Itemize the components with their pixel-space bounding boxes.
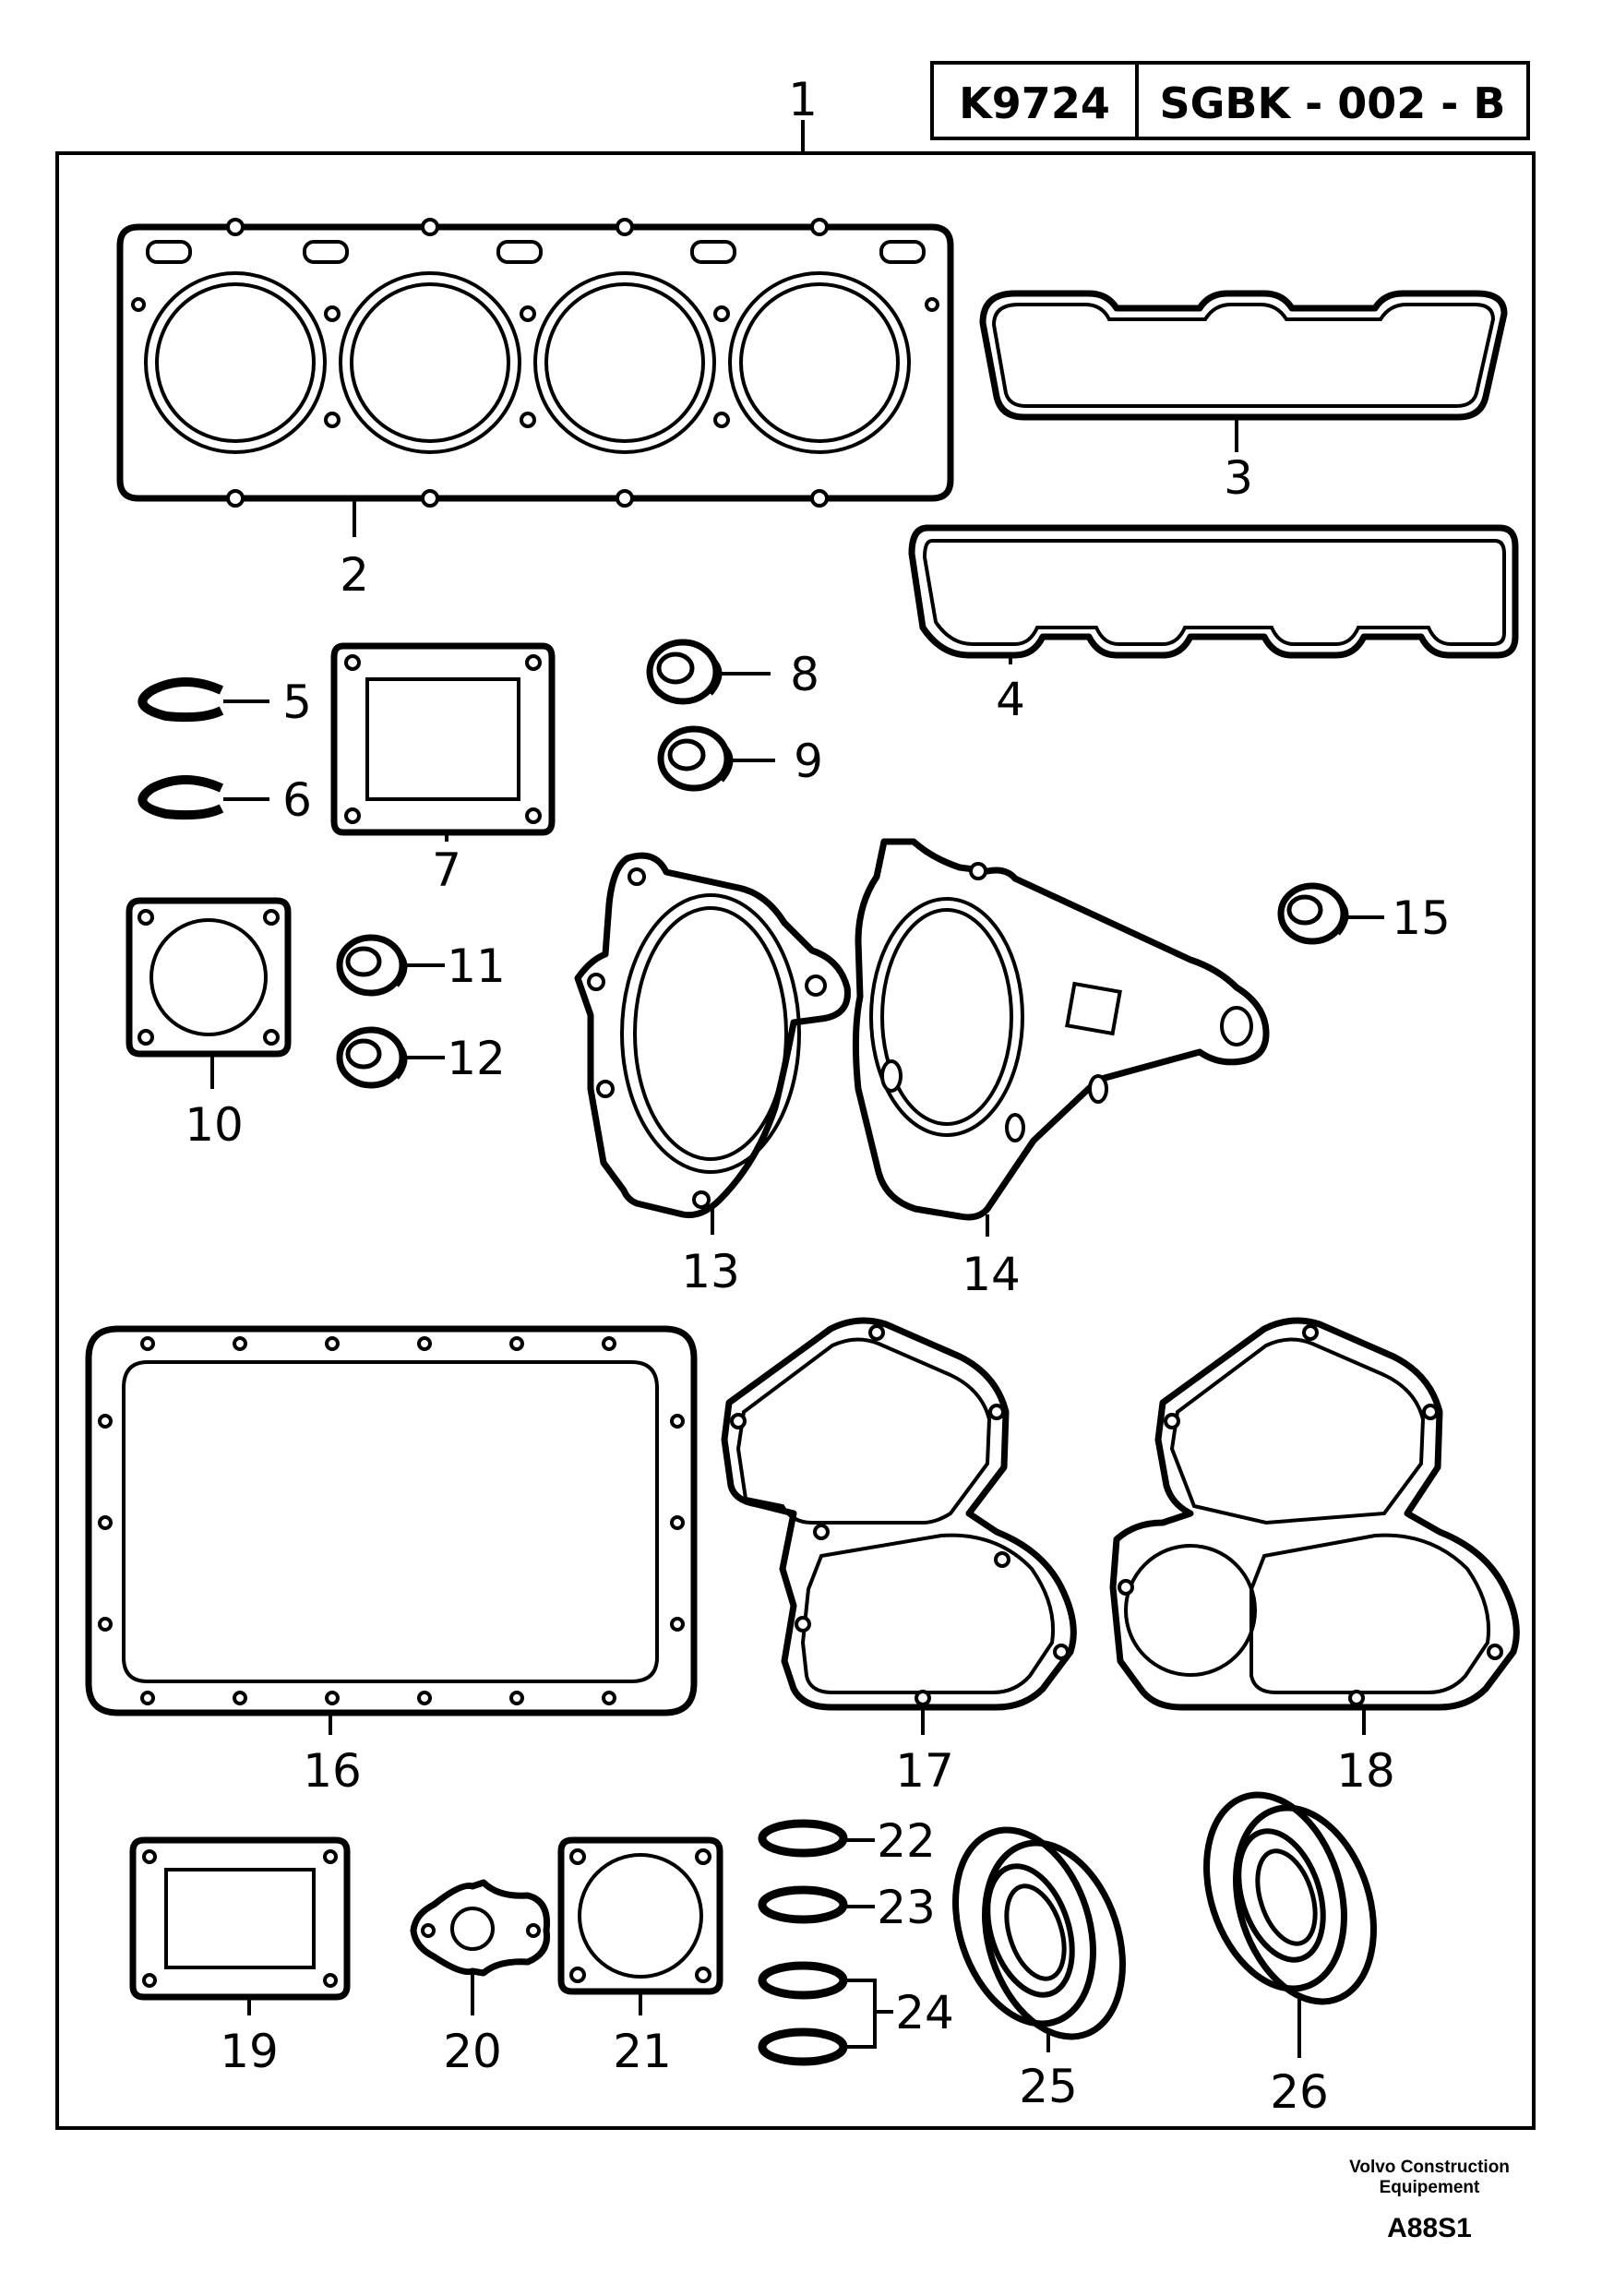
crankshaft-seal-part-26 [1203,1791,1377,2005]
bracket-gasket-part-14 [852,838,1270,1221]
flange-gasket-part-7 [330,642,556,836]
footer-company: Volvo Construction Equipement [1323,2158,1536,2198]
callout-14: 14 [962,1248,1021,1301]
footer-company-line1: Volvo Construction [1349,2158,1510,2177]
valve-cover-gasket-part-3 [979,290,1508,421]
timing-cover-gasket-part-17 [721,1317,1077,1711]
oil-pan-gasket-part-16 [85,1325,698,1716]
callout-5: 5 [282,676,312,729]
seal-part-15 [1277,882,1349,945]
figure-code: A88S1 [1387,2213,1472,2243]
catalog-code: K9724 [959,78,1110,128]
callout-26: 26 [1270,2065,1329,2119]
header-code-box: K9724 SGBK - 002 - B [930,61,1530,140]
callout-1: 1 [788,73,818,126]
callout-7: 7 [432,843,461,897]
crankshaft-seal-part-25 [952,1826,1126,2040]
callout-8: 8 [790,648,819,701]
o-rings-part-24 [758,1961,848,2066]
footer-company-line2: Equipement [1379,2178,1480,2197]
callout-12: 12 [447,1032,506,1085]
callout-17: 17 [895,1744,954,1798]
callout-9: 9 [794,735,823,788]
cylinder-head-gasket-part-2 [116,218,954,508]
seal-part-11 [336,934,408,997]
seal-part-12 [336,1026,408,1089]
callout-18: 18 [1336,1744,1395,1798]
callout-21: 21 [613,2025,672,2078]
valve-cover-gasket-part-4 [908,524,1519,659]
callout-23: 23 [877,1881,936,1934]
ring-part-6 [137,775,224,820]
o-ring-part-23 [758,1885,848,1924]
callout-10: 10 [185,1098,244,1152]
callout-2: 2 [340,548,369,602]
callout-3: 3 [1224,451,1253,505]
flange-gasket-part-20 [410,1879,551,1977]
callout-4: 4 [996,673,1025,726]
callout-20: 20 [443,2025,502,2078]
callout-16: 16 [303,1744,362,1798]
callout-11: 11 [447,939,506,993]
callout-13: 13 [681,1245,740,1298]
timing-case-gasket-part-18 [1109,1317,1520,1711]
callout-6: 6 [282,773,312,827]
o-ring-part-22 [758,1819,848,1858]
gasket-part-19 [129,1836,351,2001]
callout-22: 22 [877,1814,936,1868]
ring-part-5 [137,677,224,723]
callout-15: 15 [1392,891,1451,945]
sheet-code: SGBK - 002 - B [1160,78,1506,128]
seal-part-8 [646,639,723,705]
callout-25: 25 [1019,2060,1078,2113]
housing-gasket-part-13 [574,852,851,1219]
flange-gasket-part-10 [126,897,292,1058]
kit-frame [55,151,1536,2130]
callout-24: 24 [895,1986,954,2039]
seal-part-9 [657,725,734,792]
callout-19: 19 [220,2025,279,2078]
flange-gasket-part-21 [557,1836,723,1995]
